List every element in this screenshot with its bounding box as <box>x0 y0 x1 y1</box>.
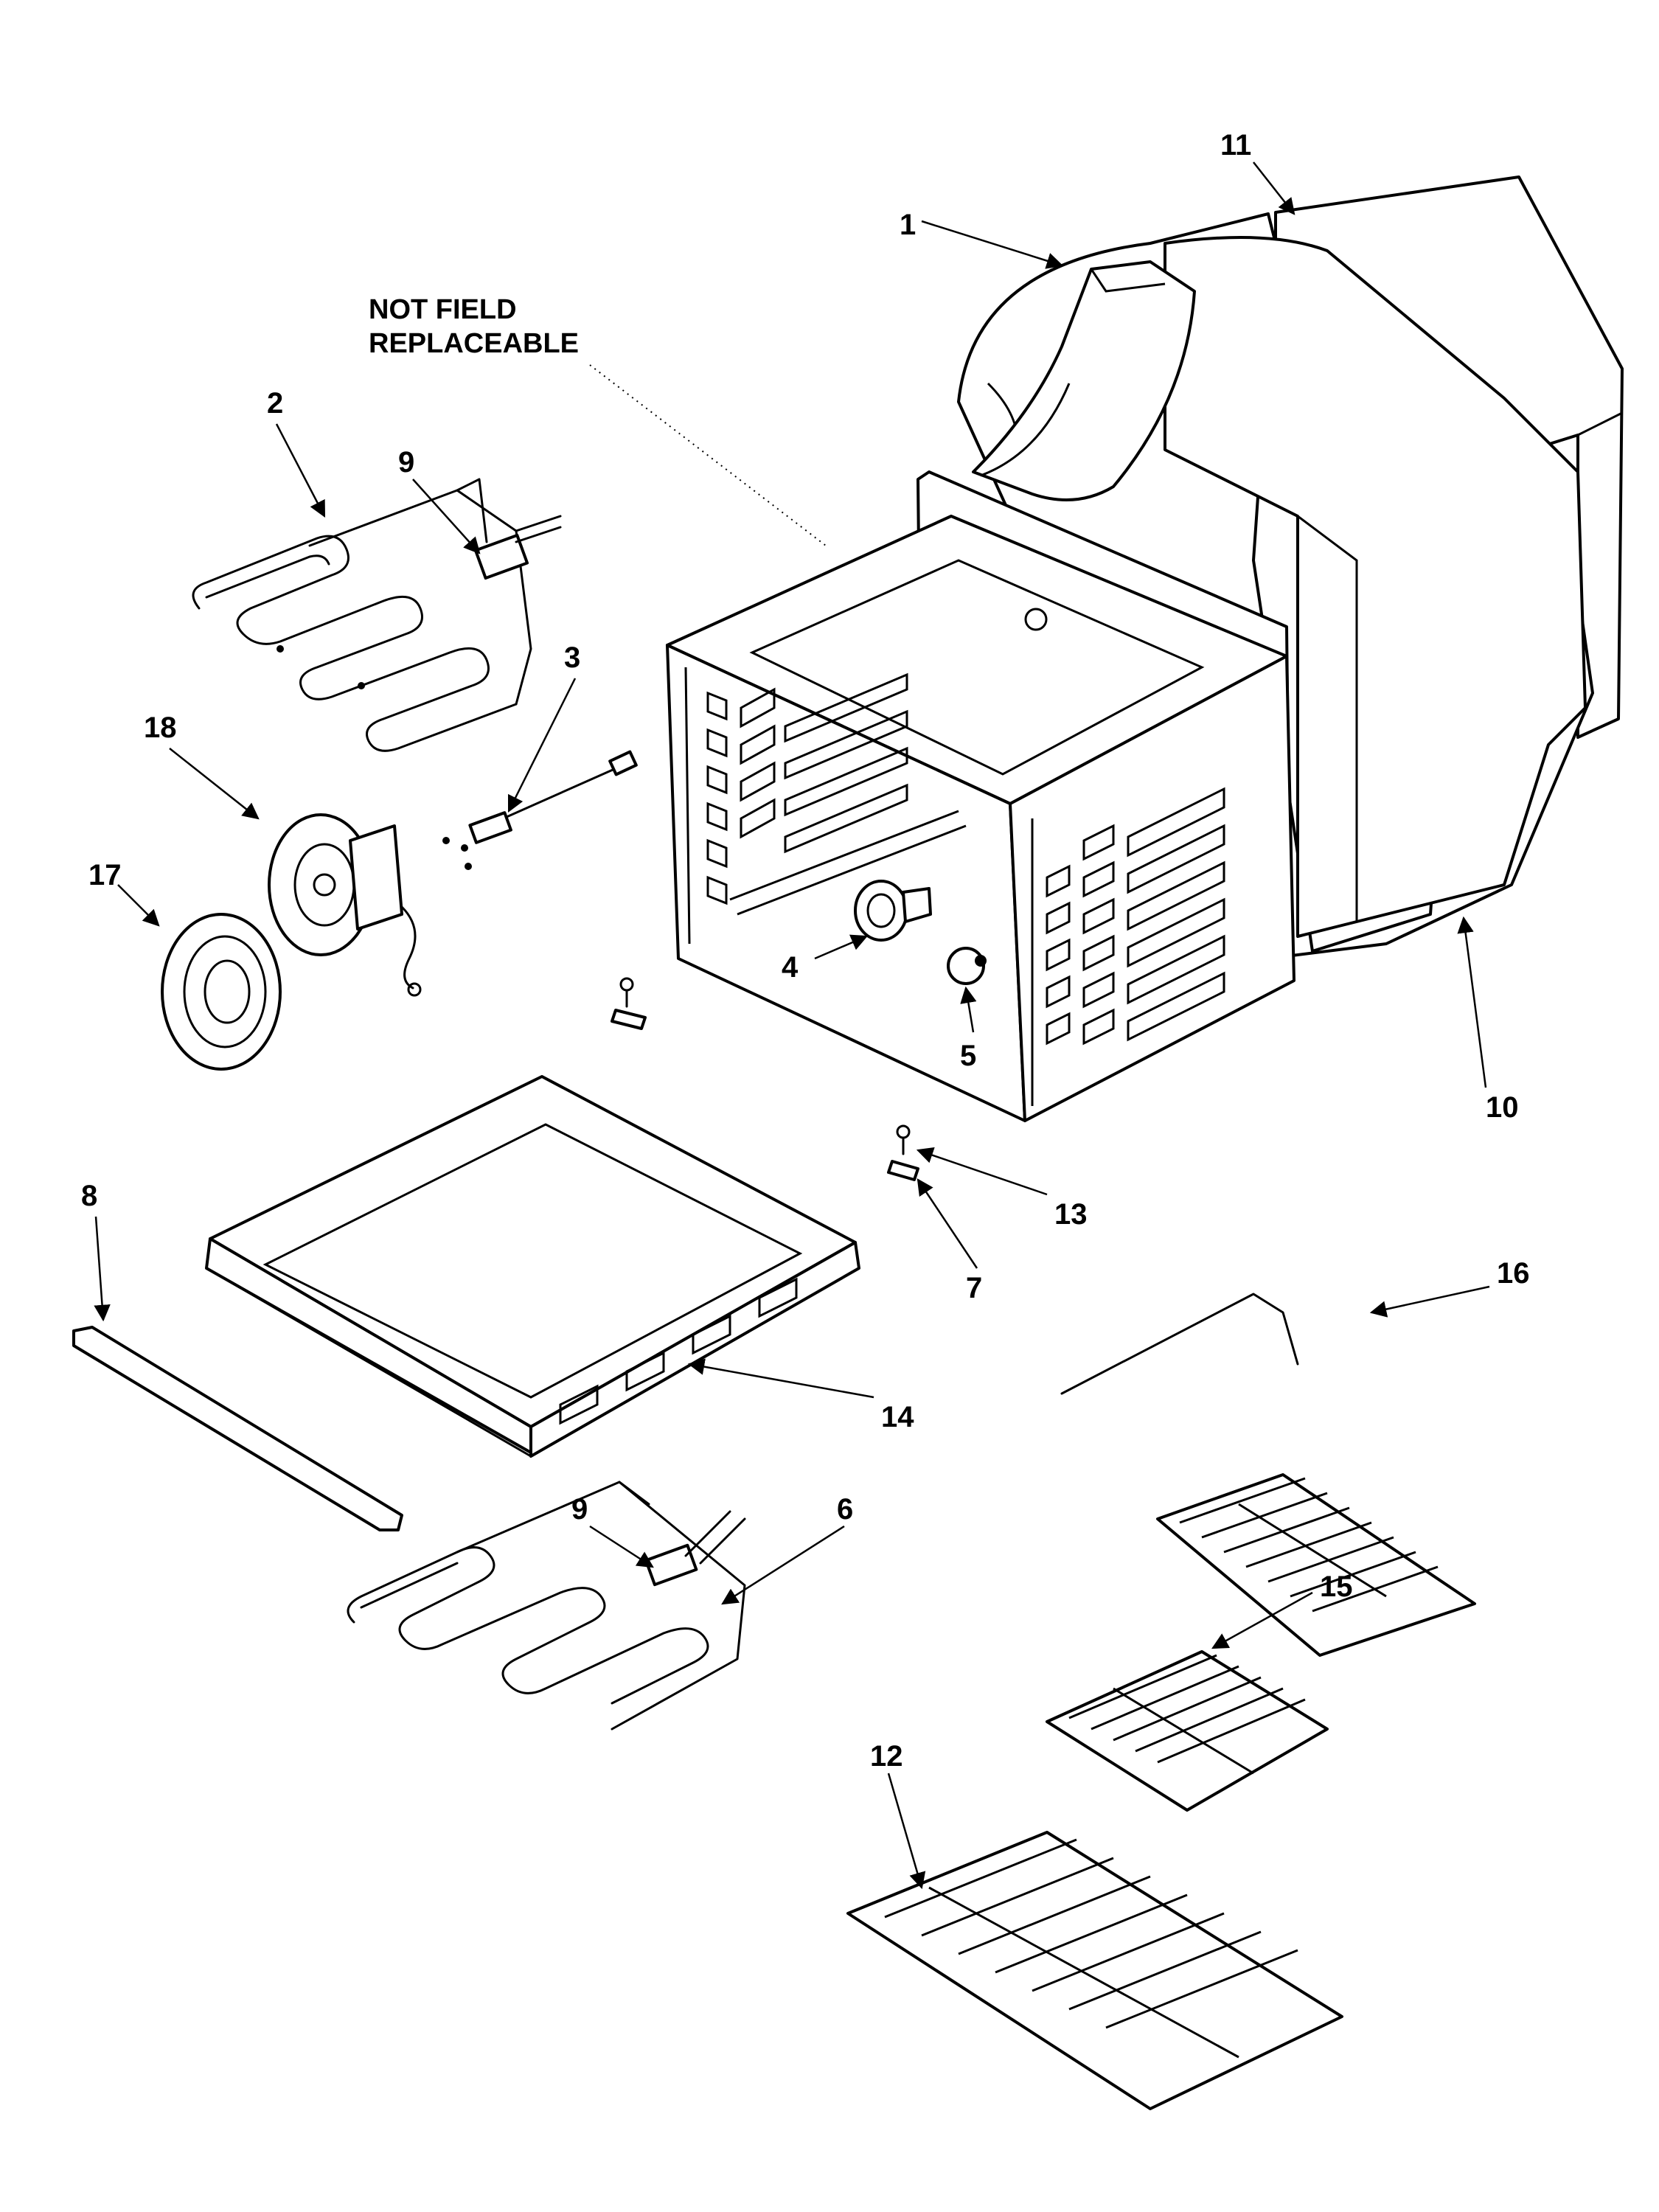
left-side-vents <box>706 672 908 905</box>
oven-bracket <box>972 260 1196 501</box>
oven-cavity <box>666 470 1295 1122</box>
rack-with-handle <box>1060 1293 1476 1657</box>
callout-12: 12 <box>870 1740 903 1773</box>
trim-strip <box>72 1326 403 1531</box>
callout-11: 11 <box>1220 129 1251 161</box>
callout-14: 14 <box>881 1401 914 1433</box>
hinge-clip-right <box>887 1124 919 1181</box>
callout-1: 1 <box>900 209 916 241</box>
oven-light-socket <box>854 880 932 942</box>
callout-3: 3 <box>564 641 580 674</box>
oven-light-bulb <box>947 947 987 985</box>
convection-fan-motor <box>268 813 422 997</box>
callout-13: 13 <box>1054 1198 1088 1231</box>
bake-element <box>347 1481 746 1731</box>
large-rack <box>846 1831 1343 2110</box>
oven-bottom-panel <box>205 1075 860 1458</box>
hinge-clip-left <box>611 977 647 1030</box>
note-line-1: NOT FIELD <box>369 294 517 325</box>
note-line-2: REPLACEABLE <box>369 328 579 359</box>
oven-temperature-sensor <box>442 750 638 870</box>
small-rack <box>1046 1650 1329 1812</box>
callout-16: 16 <box>1497 1257 1530 1290</box>
callout-6: 6 <box>837 1493 853 1526</box>
callout-10: 10 <box>1486 1091 1519 1124</box>
callout-7: 7 <box>966 1272 982 1304</box>
callout-15: 15 <box>1320 1571 1353 1603</box>
right-side-vents <box>1046 787 1225 1046</box>
callout-5: 5 <box>960 1040 976 1072</box>
convection-fan-cover <box>161 913 282 1071</box>
callout-9-bottom: 9 <box>571 1493 588 1526</box>
broil-element <box>192 478 562 752</box>
callout-4: 4 <box>782 951 799 984</box>
callout-2: 2 <box>267 387 283 420</box>
callout-9-top: 9 <box>398 446 414 479</box>
callout-17: 17 <box>88 859 122 891</box>
callout-8: 8 <box>81 1180 97 1212</box>
callout-18: 18 <box>144 712 177 744</box>
